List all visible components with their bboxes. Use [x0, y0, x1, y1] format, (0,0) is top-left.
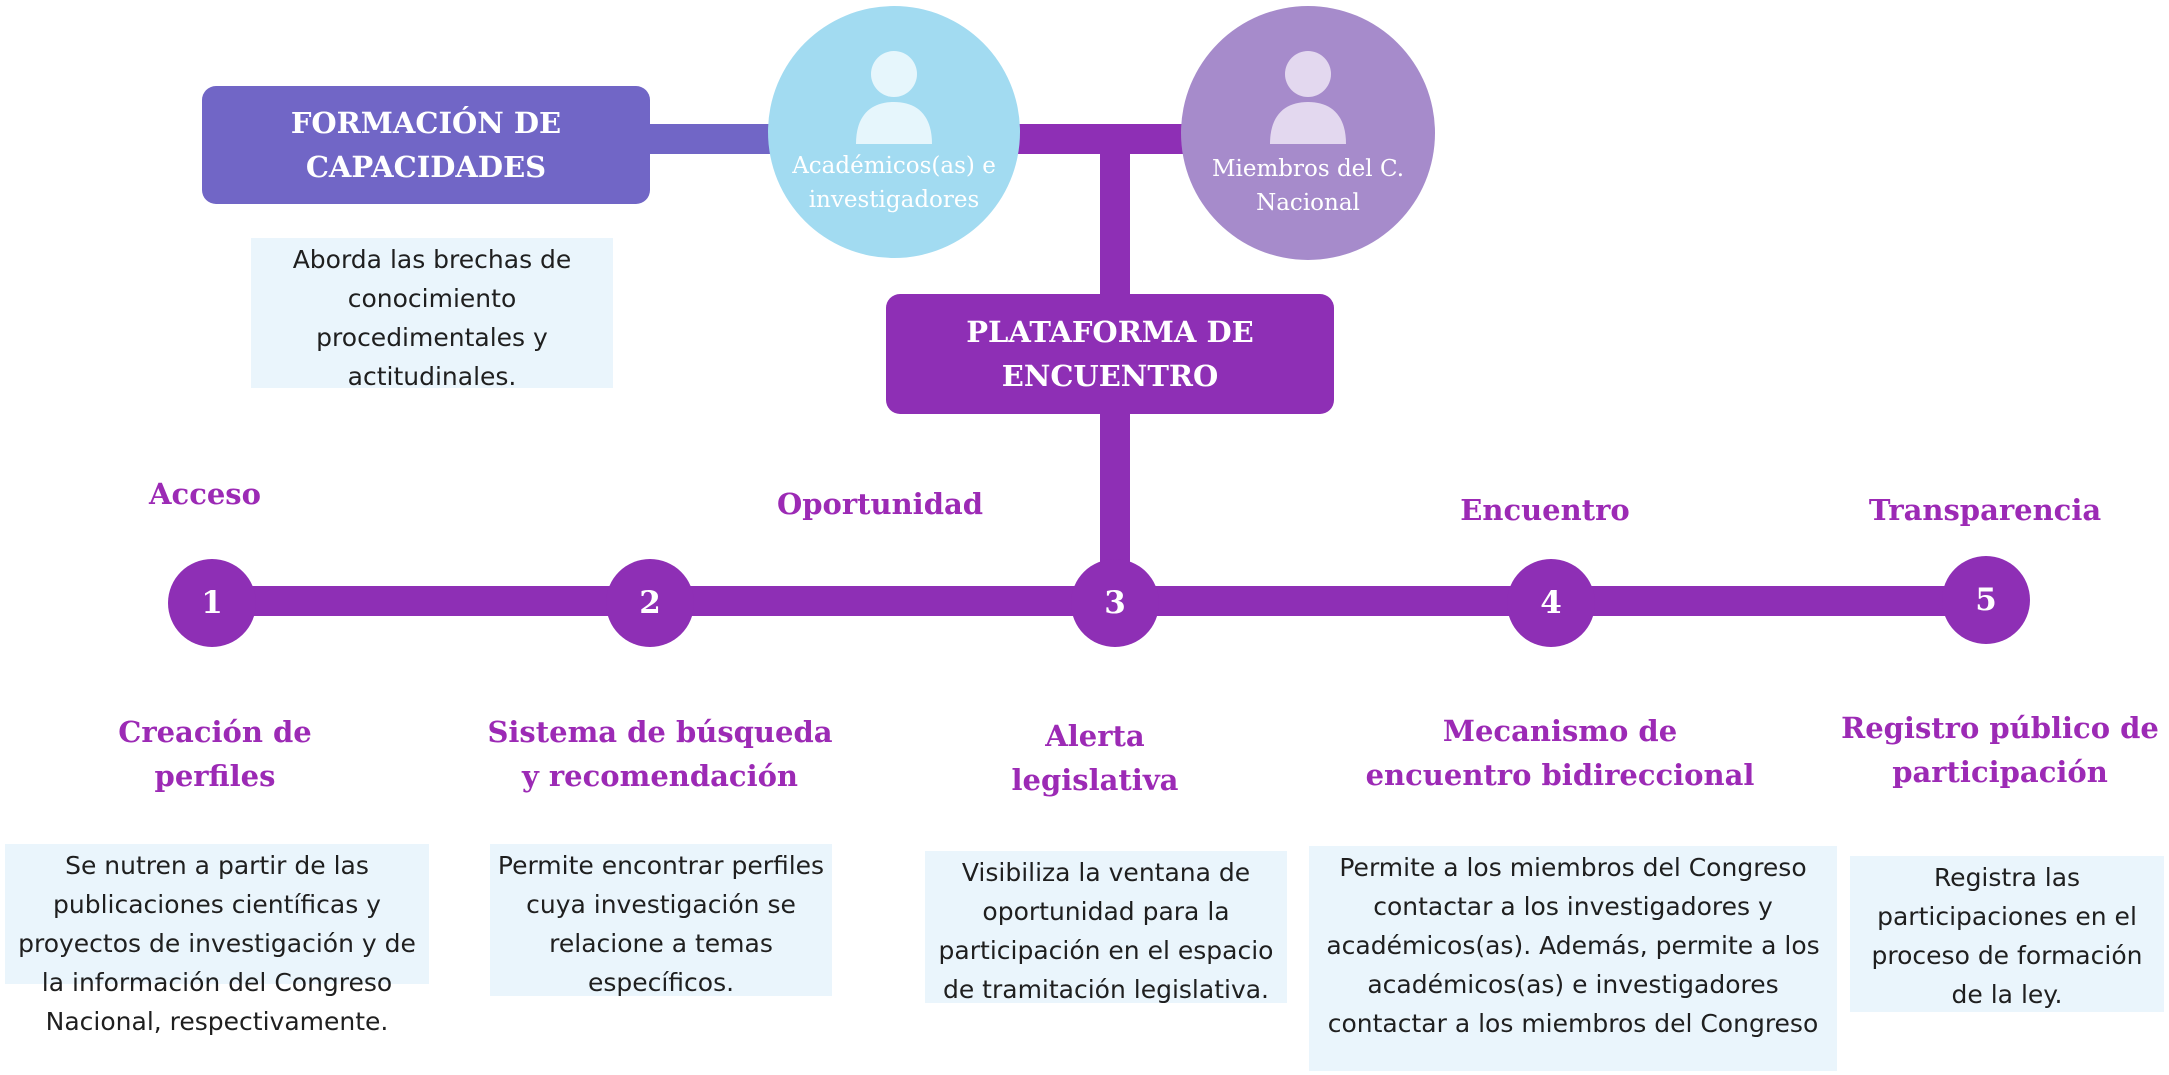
formacion-box: FORMACIÓN DE CAPACIDADES: [202, 86, 650, 204]
actor-academicos-label: Académicos(as) e investigadores: [792, 153, 996, 213]
actor-miembros-label: Miembros del C. Nacional: [1211, 156, 1405, 216]
stage-title: Alerta legislativa: [1011, 719, 1179, 797]
connector-vertical-upper: [1100, 140, 1130, 300]
stage-title: Creación de perfiles: [118, 715, 312, 793]
plataforma-box: PLATAFORMA DE ENCUENTRO: [886, 294, 1334, 414]
stage-description: Permite a los miembros del Congreso cont…: [1309, 846, 1837, 1071]
person-icon: [1270, 51, 1346, 144]
timeline-node-1: 1: [168, 559, 256, 647]
connector-formacion-actor: [640, 124, 770, 154]
timeline-node-2: 2: [606, 559, 694, 647]
phase-label: Oportunidad: [776, 487, 984, 521]
stage-description: Visibiliza la ventana de oportunidad par…: [925, 851, 1287, 1004]
stage-description: Permite encontrar perfiles cuya investig…: [490, 844, 832, 997]
timeline-node-5: 5: [1942, 556, 2030, 644]
phase-label: Encuentro: [1460, 493, 1630, 527]
phase-label: Transparencia: [1868, 493, 2102, 527]
timeline-node-4: 4: [1507, 559, 1595, 647]
formacion-description: Aborda las brechas de conocimiento proce…: [251, 238, 613, 391]
stage-title: Mecanismo de encuentro bidireccional: [1365, 714, 1755, 792]
stage-description: Registra las participaciones en el proce…: [1850, 856, 2164, 1012]
stage-title: Registro público de participación: [1841, 711, 2159, 789]
phase-label: Acceso: [149, 477, 261, 511]
stage-title: Sistema de búsqueda y recomendación: [487, 715, 833, 793]
actor-academicos: Académicos(as) e investigadores: [768, 6, 1020, 258]
actor-miembros: Miembros del C. Nacional: [1181, 6, 1435, 260]
person-icon: [856, 51, 932, 144]
timeline-node-3: 3: [1071, 559, 1159, 647]
stage-description: Se nutren a partir de las publicaciones …: [5, 844, 429, 1036]
